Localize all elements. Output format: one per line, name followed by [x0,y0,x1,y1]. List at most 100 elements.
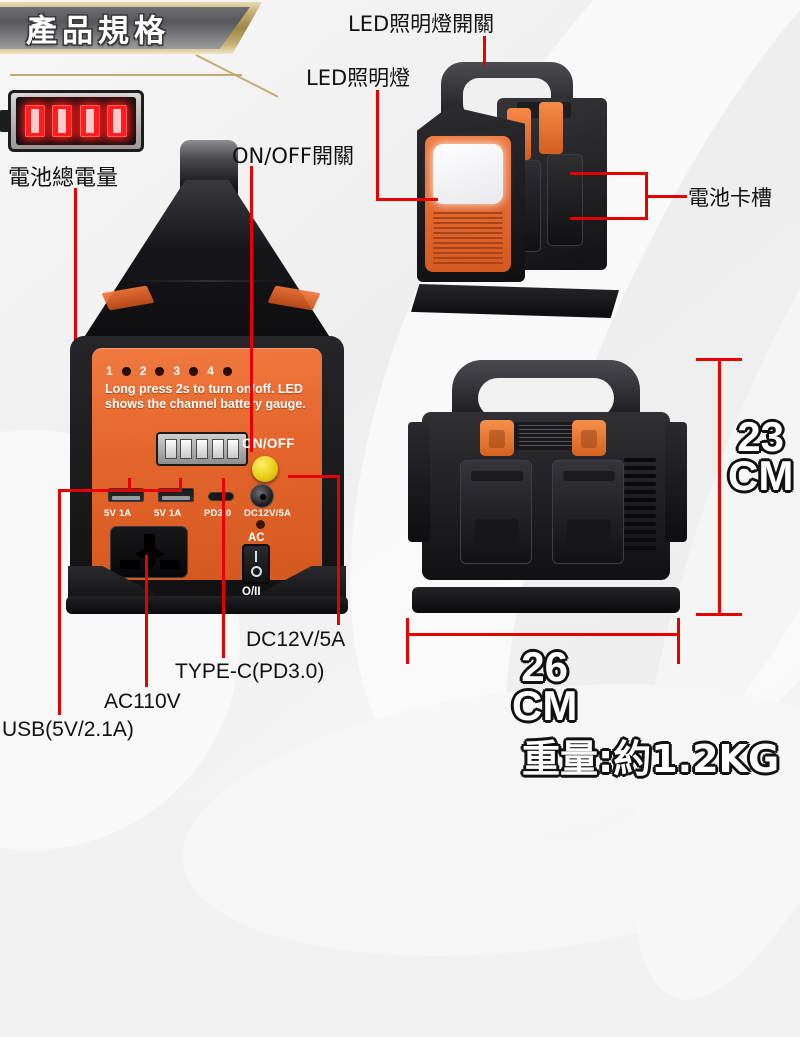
handle-opening [478,378,614,418]
callout-line-battery-slot [645,195,687,198]
callout-line-battery-slot [570,217,648,220]
led-number-4: 4 [207,364,214,378]
product-three-quarter-view [405,62,655,318]
battery-release-latch[interactable] [480,420,514,456]
callout-line-ac110v [145,555,148,687]
ac-label: AC [248,532,265,544]
led-number-2: 2 [139,364,147,378]
port-label-usb-2: 5V 1A [154,508,182,519]
vent-grille [624,458,656,566]
unit-base [411,284,619,318]
product-rear-view [408,360,687,625]
onoff-button[interactable] [252,456,278,482]
port-label-type-c: PD3.0 [204,508,232,519]
battery-release-latch[interactable] [572,420,606,456]
onoff-panel-label: ON/OFF [242,436,295,451]
led-indicator-dot [121,366,131,376]
battery-gauge-window [156,432,248,466]
callout-label-battery-slot: 電池卡槽 [688,186,772,210]
led-indicator-dot [155,366,165,376]
callout-line-battery-slot [570,172,648,175]
battery-slot[interactable] [547,154,583,246]
ac-outlet-socket[interactable] [110,526,188,578]
rocker-off-mark [250,566,262,577]
dimension-cap-right [677,618,680,664]
battery-full-indicator-icon [0,90,144,152]
side-wing-left [408,422,430,542]
led-indicator-dot [189,366,199,376]
product-front-view: 1 2 3 4 Long press 2s to turn on/off. LE… [62,140,352,625]
callout-line-onoff [250,166,253,452]
dimension-line-height [718,358,721,616]
callout-line-usb [58,489,130,492]
battery-cell [79,105,100,137]
battery-cell [107,105,128,137]
rocker-on-mark [255,551,257,562]
callout-label-usb: USB(5V/2.1A) [2,718,134,741]
unit-base [412,587,680,613]
led-lamp-face [425,136,511,272]
unit-base [66,596,348,614]
title-banner: 產品規格 [0,2,262,54]
callout-label-ac110v: AC110V [104,690,181,713]
ac-socket-slot [144,534,155,551]
product-spec-infographic: 產品規格 電池總電量 1 2 3 [0,0,800,800]
ac-indicator-led [256,520,265,529]
callout-line-typec [222,478,225,658]
callout-label-typec: TYPE-C(PD3.0) [175,660,325,683]
port-label-dc: DC12V/5A [244,508,292,519]
callout-line-led-lamp [376,90,379,200]
type-c-port[interactable] [208,492,234,501]
led-indicator-dot [222,366,232,376]
port-label-usb-1: 5V 1A [104,508,132,519]
battery-icon-terminal [0,110,9,132]
dimension-label-width: 26 CM [512,643,578,729]
control-panel: 1 2 3 4 Long press 2s to turn on/off. LE… [92,348,322,598]
led-number-3: 3 [173,364,181,378]
weight-label: 重量:約1.2KG [522,737,780,781]
ac-socket-slot [135,549,165,559]
page-title: 產品規格 [26,13,170,50]
dc-jack[interactable] [250,484,274,508]
ac-switch-label: O/II [242,586,261,598]
callout-line-dc12v [288,475,340,478]
ac-rocker-switch[interactable] [242,544,270,584]
ac-socket-slot [160,560,180,569]
unit-rear-housing [422,412,670,580]
dimension-cap-left [406,618,409,664]
callout-line-usb [128,489,182,492]
battery-cell [24,105,45,137]
battery-icon-cells [16,97,136,145]
gauge-bar [211,439,224,459]
unit-main-body: 1 2 3 4 Long press 2s to turn on/off. LE… [66,336,348,614]
gauge-bar [227,439,240,459]
callout-line-usb [128,478,131,490]
callout-line-dc12v [337,475,340,625]
ac-socket-slot [120,560,140,569]
banner-inner-plate [0,7,250,49]
callout-line-led-lamp [376,198,438,201]
gauge-bar [164,439,177,459]
dimension-cap-top [696,358,742,361]
dimension-label-height: 23 CM [728,413,794,499]
banner-accent-line [10,74,242,76]
dimension-line-width [406,633,680,636]
callout-line-usb [58,489,61,715]
gauge-bar [195,439,208,459]
battery-release-latch[interactable] [539,102,563,154]
vent-grille [433,212,503,266]
led-lamp-lens [433,144,503,204]
dimension-cap-bottom [696,613,742,616]
callout-label-led-lamp: LED照明燈 [306,66,411,90]
battery-slot[interactable] [552,460,624,564]
callout-label-onoff: ON/OFF開關 [232,144,355,168]
battery-slot[interactable] [460,460,532,564]
callout-line-led-lamp-switch [483,36,486,66]
callout-line-usb [179,478,182,490]
led-channel-indicators: 1 2 3 4 [106,362,306,380]
callout-label-battery-total: 電池總電量 [8,166,119,191]
callout-line-battery-total [74,188,77,438]
led-number-1: 1 [106,364,113,378]
callout-label-led-lamp-switch: LED照明燈開關 [348,12,495,36]
panel-instruction-text: Long press 2s to turn on/off. LED shows … [105,382,306,412]
